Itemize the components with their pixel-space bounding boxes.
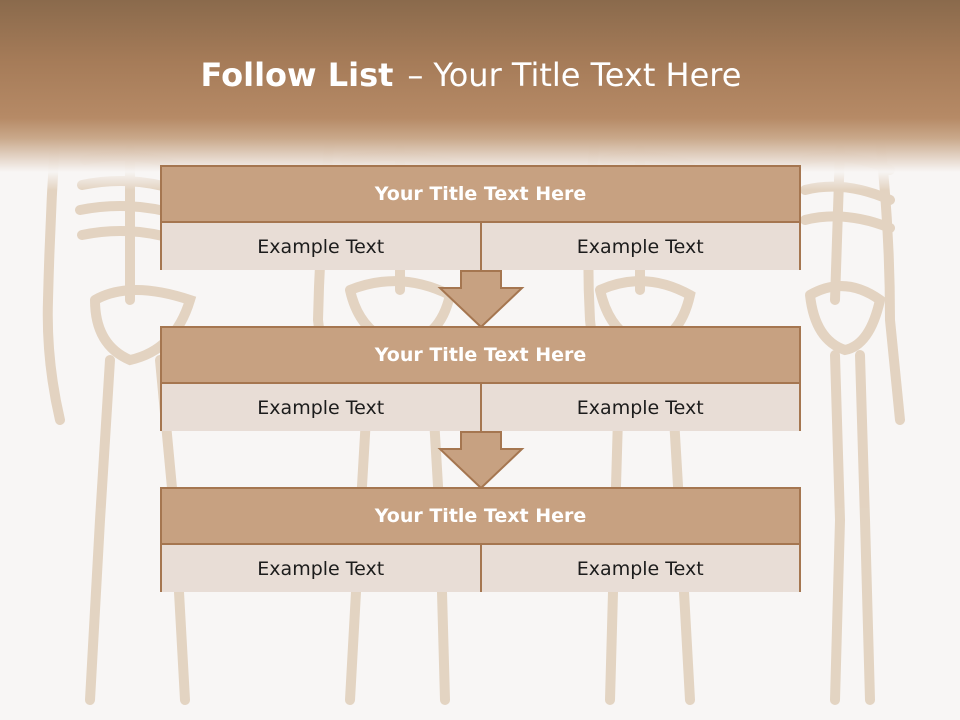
step-box-1: Your Title Text Here Example Text Exampl… <box>160 165 801 270</box>
step-cell-1-right: Example Text <box>481 223 799 270</box>
step-row-2: Example Text Example Text <box>162 384 799 431</box>
step-title-2: Your Title Text Here <box>162 328 799 384</box>
title-rest-part: Your Title Text Here <box>433 56 742 94</box>
step-cell-2-right: Example Text <box>481 384 799 431</box>
step-box-2: Your Title Text Here Example Text Exampl… <box>160 326 801 431</box>
step-title-1: Your Title Text Here <box>162 167 799 223</box>
step-row-1: Example Text Example Text <box>162 223 799 270</box>
step-box-3: Your Title Text Here Example Text Exampl… <box>160 487 801 592</box>
down-arrow-icon <box>437 431 525 489</box>
step-cell-3-right: Example Text <box>481 545 799 592</box>
step-row-3: Example Text Example Text <box>162 545 799 592</box>
step-cell-2-left: Example Text <box>162 384 482 431</box>
step-cell-3-left: Example Text <box>162 545 482 592</box>
step-title-3: Your Title Text Here <box>162 489 799 545</box>
title-bold-part: Follow List <box>200 56 394 94</box>
down-arrow-icon <box>437 270 525 328</box>
title-separator: – <box>407 56 424 94</box>
step-cell-1-left: Example Text <box>162 223 482 270</box>
header-band <box>0 0 960 190</box>
slide-title: Follow List–Your Title Text Here <box>0 52 942 98</box>
